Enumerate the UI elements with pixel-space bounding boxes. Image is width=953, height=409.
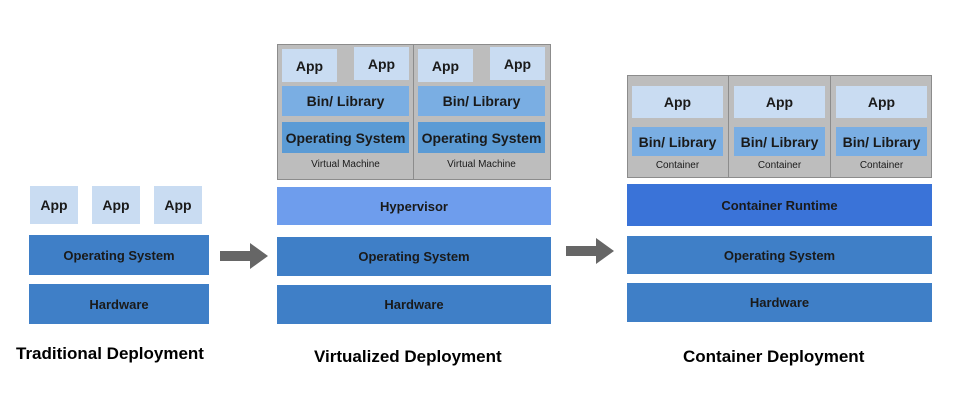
container-deployment-title: Container Deployment	[683, 347, 865, 366]
virtualized-os-layer: Operating System	[277, 237, 551, 276]
container-hardware-layer: Hardware	[627, 283, 932, 322]
container1-bin-library: Bin/ Library	[632, 127, 723, 156]
vm2-bin-library: Bin/ Library	[418, 86, 545, 116]
virtualized-deployment-title: Virtualized Deployment	[314, 347, 502, 366]
container-divider	[830, 75, 831, 178]
traditional-os-layer: Operating System	[29, 235, 209, 275]
right-arrow-icon	[566, 238, 614, 264]
traditional-deployment-title: Traditional Deployment	[16, 344, 204, 363]
traditional-app-1: App	[30, 186, 78, 224]
hypervisor-layer: Hypervisor	[277, 187, 551, 225]
container-os-layer: Operating System	[627, 236, 932, 274]
container1-label: Container	[655, 160, 700, 171]
traditional-hardware-layer: Hardware	[29, 284, 209, 324]
vm2-app-2: App	[490, 47, 545, 80]
container-divider	[728, 75, 729, 178]
virtualized-hardware-layer: Hardware	[277, 285, 551, 324]
vm1-label: Virtual Machine	[311, 159, 380, 170]
vm2-app-1: App	[418, 49, 473, 82]
container1-app: App	[632, 86, 723, 118]
vm1-bin-library: Bin/ Library	[282, 86, 409, 116]
vm1-app-2: App	[354, 47, 409, 80]
vm2-operating-system: Operating System	[418, 122, 545, 153]
container2-label: Container	[757, 160, 802, 171]
container3-label: Container	[859, 160, 904, 171]
container-runtime-layer: Container Runtime	[627, 184, 932, 226]
vm1-operating-system: Operating System	[282, 122, 409, 153]
container3-app: App	[836, 86, 927, 118]
vm1-app-1: App	[282, 49, 337, 82]
container2-app: App	[734, 86, 825, 118]
container2-bin-library: Bin/ Library	[734, 127, 825, 156]
traditional-app-3: App	[154, 186, 202, 224]
vm2-label: Virtual Machine	[447, 159, 516, 170]
container3-bin-library: Bin/ Library	[836, 127, 927, 156]
traditional-app-2: App	[92, 186, 140, 224]
vm-divider	[413, 44, 414, 180]
right-arrow-icon	[220, 243, 268, 269]
